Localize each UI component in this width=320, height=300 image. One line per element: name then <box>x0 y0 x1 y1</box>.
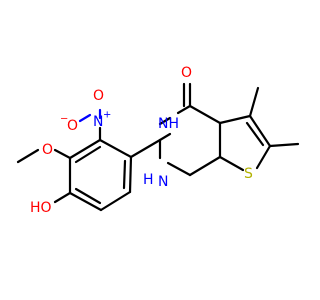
bond <box>129 138 162 159</box>
nitro-oxygen-left-label: O <box>67 118 78 134</box>
nh-bottom-h-label: H <box>143 172 154 188</box>
bond <box>98 138 133 159</box>
hydroxy-label: HO <box>30 200 52 216</box>
bond <box>53 191 72 204</box>
nitro-plus-label: + <box>103 110 111 121</box>
bond <box>218 155 245 172</box>
bond <box>218 114 252 125</box>
bond <box>248 114 272 148</box>
bond <box>74 187 102 205</box>
carbonyl-oxygen-label: O <box>181 65 192 81</box>
nh-bottom-n-label: N <box>158 174 168 190</box>
bond <box>188 104 222 125</box>
bond <box>188 155 222 177</box>
bond <box>16 148 40 164</box>
atom-labels: O NH H N S N + O O − O HO <box>30 65 253 216</box>
nitro-nitrogen-label: N <box>93 114 103 130</box>
bond <box>122 159 127 190</box>
molecule-structure: O NH H N S N + O O − O HO <box>16 65 300 216</box>
bond <box>128 155 133 194</box>
bond <box>68 138 102 160</box>
sulfur-label: S <box>244 166 253 182</box>
bond <box>53 148 72 160</box>
bond <box>176 104 192 115</box>
bond <box>158 132 172 142</box>
bond <box>158 116 172 126</box>
bond <box>255 144 272 170</box>
bond <box>74 145 102 164</box>
bond <box>248 86 260 118</box>
nh-top-label: NH <box>158 116 179 132</box>
nitro-minus-label: − <box>60 114 68 125</box>
bond <box>99 190 132 212</box>
bond <box>68 191 103 212</box>
bond <box>166 161 192 177</box>
bonds <box>16 82 300 212</box>
bond <box>78 113 92 123</box>
bond <box>245 121 265 147</box>
methoxy-oxygen-label: O <box>42 142 53 158</box>
nitro-oxygen-top-label: O <box>93 88 104 104</box>
bond <box>268 142 300 148</box>
